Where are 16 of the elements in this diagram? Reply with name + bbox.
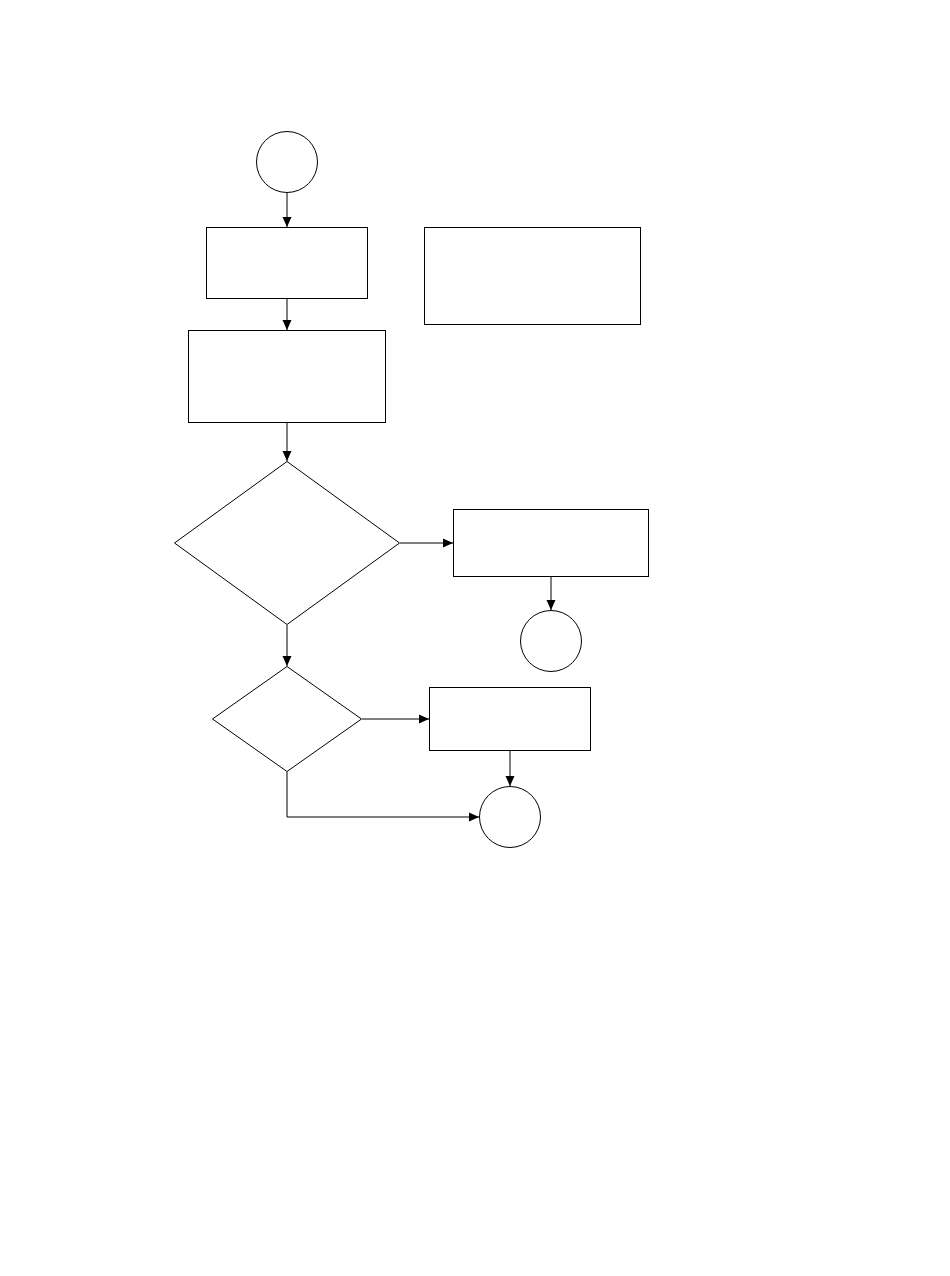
process-box: [206, 227, 368, 299]
arrow: [286, 771, 480, 822]
arrow: [399, 538, 454, 548]
decision-diamond: [212, 666, 362, 772]
arrow: [546, 576, 556, 611]
arrow: [282, 624, 292, 667]
decision-diamond: [174, 461, 400, 625]
arrow: [282, 192, 292, 228]
arrow: [282, 298, 292, 331]
arrow: [361, 714, 430, 724]
process-box: [188, 330, 386, 423]
arrow: [505, 750, 515, 787]
arrow: [282, 422, 292, 462]
process-box: [453, 509, 649, 577]
process-box: [424, 227, 641, 325]
process-box: [429, 687, 591, 751]
